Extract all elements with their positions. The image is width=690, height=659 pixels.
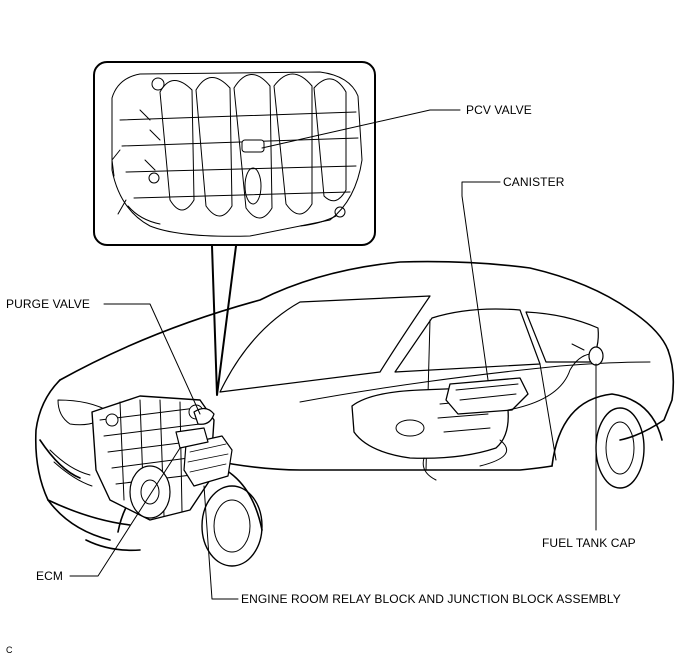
- ecm-part: [175, 427, 209, 449]
- fuel-tank-cap-label: FUEL TANK CAP: [542, 536, 636, 550]
- pcv-valve-label: PCV VALVE: [466, 103, 532, 117]
- fuel-system-drawing: [351, 343, 604, 481]
- door-line-rear: [539, 363, 557, 461]
- front-door-window: [394, 308, 541, 373]
- inset-frame: [93, 61, 376, 246]
- windshield: [219, 295, 431, 393]
- ecm-label: ECM: [36, 569, 63, 583]
- purge-valve-label: PURGE VALVE: [6, 297, 91, 311]
- rear-wheel-arch: [551, 393, 663, 467]
- body-sill: [209, 459, 553, 471]
- figure-code: C: [6, 645, 13, 655]
- ecm-leader: [69, 447, 181, 577]
- fuel-hose: [507, 353, 591, 411]
- canister-part: [445, 377, 529, 415]
- canister-label: CANISTER: [503, 175, 565, 189]
- relay-block-leader: [203, 485, 239, 600]
- car-outline: [34, 260, 675, 567]
- canister-leader: [461, 181, 501, 381]
- front-wheel: [201, 485, 263, 567]
- hood-front: [34, 379, 111, 541]
- relay-block-part: [183, 435, 233, 487]
- inset-detail: [93, 61, 461, 396]
- pcv-valve-leader: [261, 109, 461, 149]
- relay-block-label: ENGINE ROOM RELAY BLOCK AND JUNCTION BLO…: [241, 592, 621, 606]
- front-wheel-hub: [213, 499, 251, 553]
- rear-wheel-hub: [605, 421, 635, 475]
- intake-manifold-drawing: [111, 71, 363, 237]
- purge-valve-leader: [103, 303, 201, 415]
- belt-line: [299, 361, 651, 403]
- rear-wheel: [595, 407, 645, 489]
- front-bumper: [39, 439, 141, 552]
- leader-lines: [69, 181, 597, 600]
- inset-callout-tail: [211, 245, 237, 396]
- grille: [49, 449, 93, 487]
- fuel-cap-part: [588, 346, 604, 366]
- car-roof-line: [59, 260, 669, 381]
